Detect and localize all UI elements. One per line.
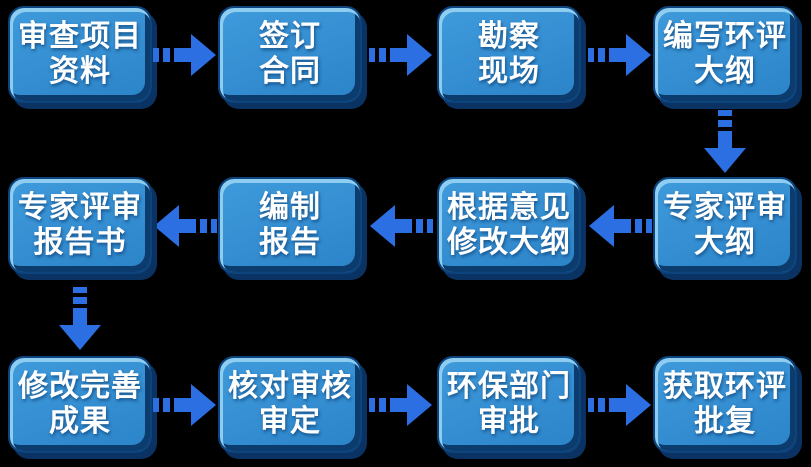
arrow-right-icon — [588, 33, 652, 77]
node-label: 勘察 现场 — [478, 18, 540, 89]
arrow-down-icon — [58, 287, 102, 351]
arrow-left-icon — [369, 204, 433, 248]
flow-node-obtain-eia-approval: 获取环评 批复 — [653, 356, 797, 453]
arrow-right-icon — [369, 33, 433, 77]
flow-node-expert-review-report: 专家评审 报告书 — [8, 177, 152, 274]
flow-node-site-survey: 勘察 现场 — [437, 6, 581, 103]
node-label: 修改完善 成果 — [18, 368, 142, 439]
node-label: 获取环评 批复 — [663, 368, 787, 439]
flow-node-compile-report: 编制 报告 — [218, 177, 362, 274]
node-label: 专家评审 报告书 — [18, 189, 142, 260]
arrow-left-icon — [588, 204, 652, 248]
node-label: 专家评审 大纲 — [663, 189, 787, 260]
arrow-right-icon — [369, 383, 433, 427]
node-label: 编制 报告 — [259, 189, 321, 260]
flow-node-review-project-materials: 审查项目 资料 — [8, 6, 152, 103]
arrow-down-icon — [703, 110, 747, 174]
node-label: 核对审核 审定 — [228, 368, 352, 439]
node-label: 签订 合同 — [259, 18, 321, 89]
flow-node-epa-department-approval: 环保部门 审批 — [437, 356, 581, 453]
arrow-right-icon — [153, 383, 217, 427]
arrow-right-icon — [588, 383, 652, 427]
flow-node-sign-contract: 签订 合同 — [218, 6, 362, 103]
node-label: 环保部门 审批 — [447, 368, 571, 439]
flow-node-improve-results: 修改完善 成果 — [8, 356, 152, 453]
node-label: 审查项目 资料 — [18, 18, 142, 89]
arrow-right-icon — [153, 33, 217, 77]
flow-node-draft-eia-outline: 编写环评 大纲 — [653, 6, 797, 103]
arrow-left-icon — [153, 204, 217, 248]
flow-node-expert-review-outline: 专家评审 大纲 — [653, 177, 797, 274]
node-label: 根据意见 修改大纲 — [447, 189, 571, 260]
flow-node-check-review-finalize: 核对审核 审定 — [218, 356, 362, 453]
node-label: 编写环评 大纲 — [663, 18, 787, 89]
flow-node-revise-outline-per-comments: 根据意见 修改大纲 — [437, 177, 581, 274]
